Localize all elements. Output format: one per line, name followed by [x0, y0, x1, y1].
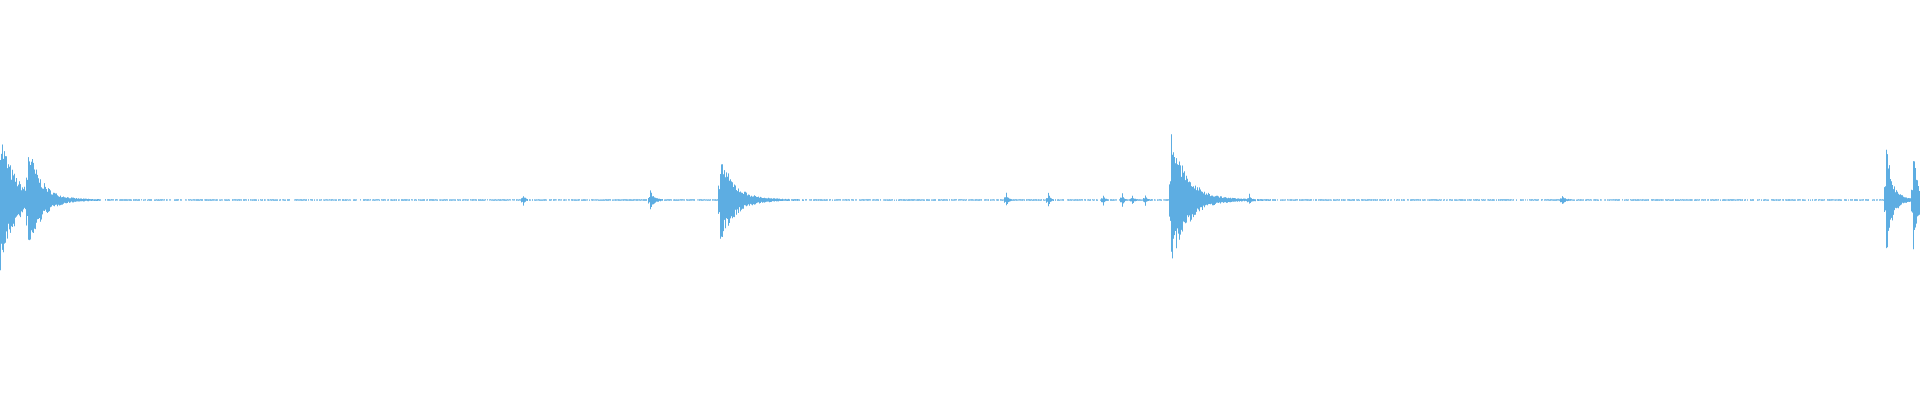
waveform-signal	[0, 134, 1920, 271]
